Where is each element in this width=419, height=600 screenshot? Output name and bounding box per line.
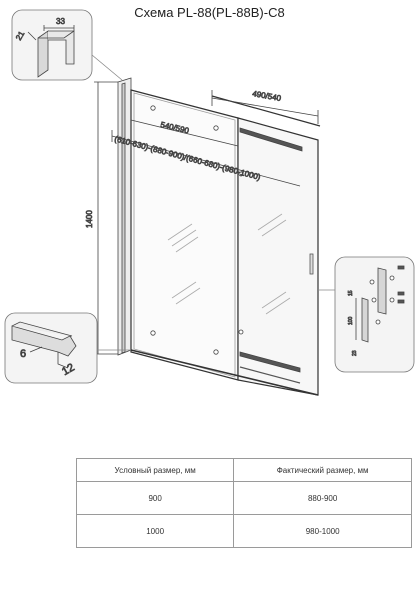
fixing-point <box>150 105 156 111</box>
table-cell-actual: 980-1000 <box>233 514 412 548</box>
table-cell-actual: 880-900 <box>233 481 412 515</box>
door-width-dimension: 540/590 <box>130 119 239 147</box>
glass-reflection <box>167 213 291 315</box>
gasket-depth-label: 12 <box>60 362 77 379</box>
table-cell-nominal: 1000 <box>75 514 235 548</box>
wall-bracket-left <box>361 297 369 343</box>
gasket-profile <box>11 325 77 357</box>
profile-side-face <box>48 30 75 65</box>
fixing-point <box>238 329 244 335</box>
fixing-point <box>150 330 156 336</box>
profile-callout-line <box>91 54 123 81</box>
profile-front-face <box>37 30 49 78</box>
fixed-panel-width-label: 490/540 <box>252 89 283 103</box>
height-label: 1400 <box>85 210 94 228</box>
height-dimension: 1400 <box>85 81 118 355</box>
bracket-top-label: 15 <box>348 290 354 296</box>
bracket-bottom-label: 23 <box>352 350 358 356</box>
bracket-detail-inset: 100 15 23 <box>334 256 415 373</box>
table-header-nominal: Условный размер, мм <box>75 458 235 482</box>
profile-top-edge <box>38 30 75 39</box>
bracket-length-label: 100 <box>348 316 354 325</box>
table-header-actual: Фактический размер, мм <box>233 458 412 482</box>
gasket-detail-inset: 6 12 <box>4 312 98 384</box>
bracket-screws <box>397 265 405 304</box>
gasket-width-label: 6 <box>20 348 26 360</box>
enclosure-frame <box>117 77 321 396</box>
fixed-panel <box>237 117 319 396</box>
diagram-title: Схема PL-88(PL-88B)-C8 <box>134 5 285 20</box>
profile-depth-dim-line <box>27 31 37 41</box>
fixing-point <box>213 349 219 355</box>
fixing-point <box>238 171 244 177</box>
door-handle <box>309 253 314 275</box>
wall-bracket-right <box>377 267 387 315</box>
table-cell-nominal: 900 <box>75 481 235 515</box>
profile-width-label: 33 <box>56 17 65 26</box>
bracket-washers <box>369 275 395 325</box>
top-guide <box>239 127 303 152</box>
profile-detail-inset: 33 21 <box>11 9 93 81</box>
table-header-row: Условный размер, мм Фактический размер, … <box>75 458 412 482</box>
bottom-guide <box>239 351 301 373</box>
fixing-point <box>213 125 219 131</box>
profile-inset-frame <box>11 9 93 81</box>
bracket-inset-frame <box>334 256 415 373</box>
table-row: 900 880-900 <box>75 481 412 515</box>
bottom-rail <box>130 349 319 396</box>
size-table: Условный размер, мм Фактический размер, … <box>75 458 412 548</box>
table-row: 1000 980-1000 <box>75 514 412 548</box>
